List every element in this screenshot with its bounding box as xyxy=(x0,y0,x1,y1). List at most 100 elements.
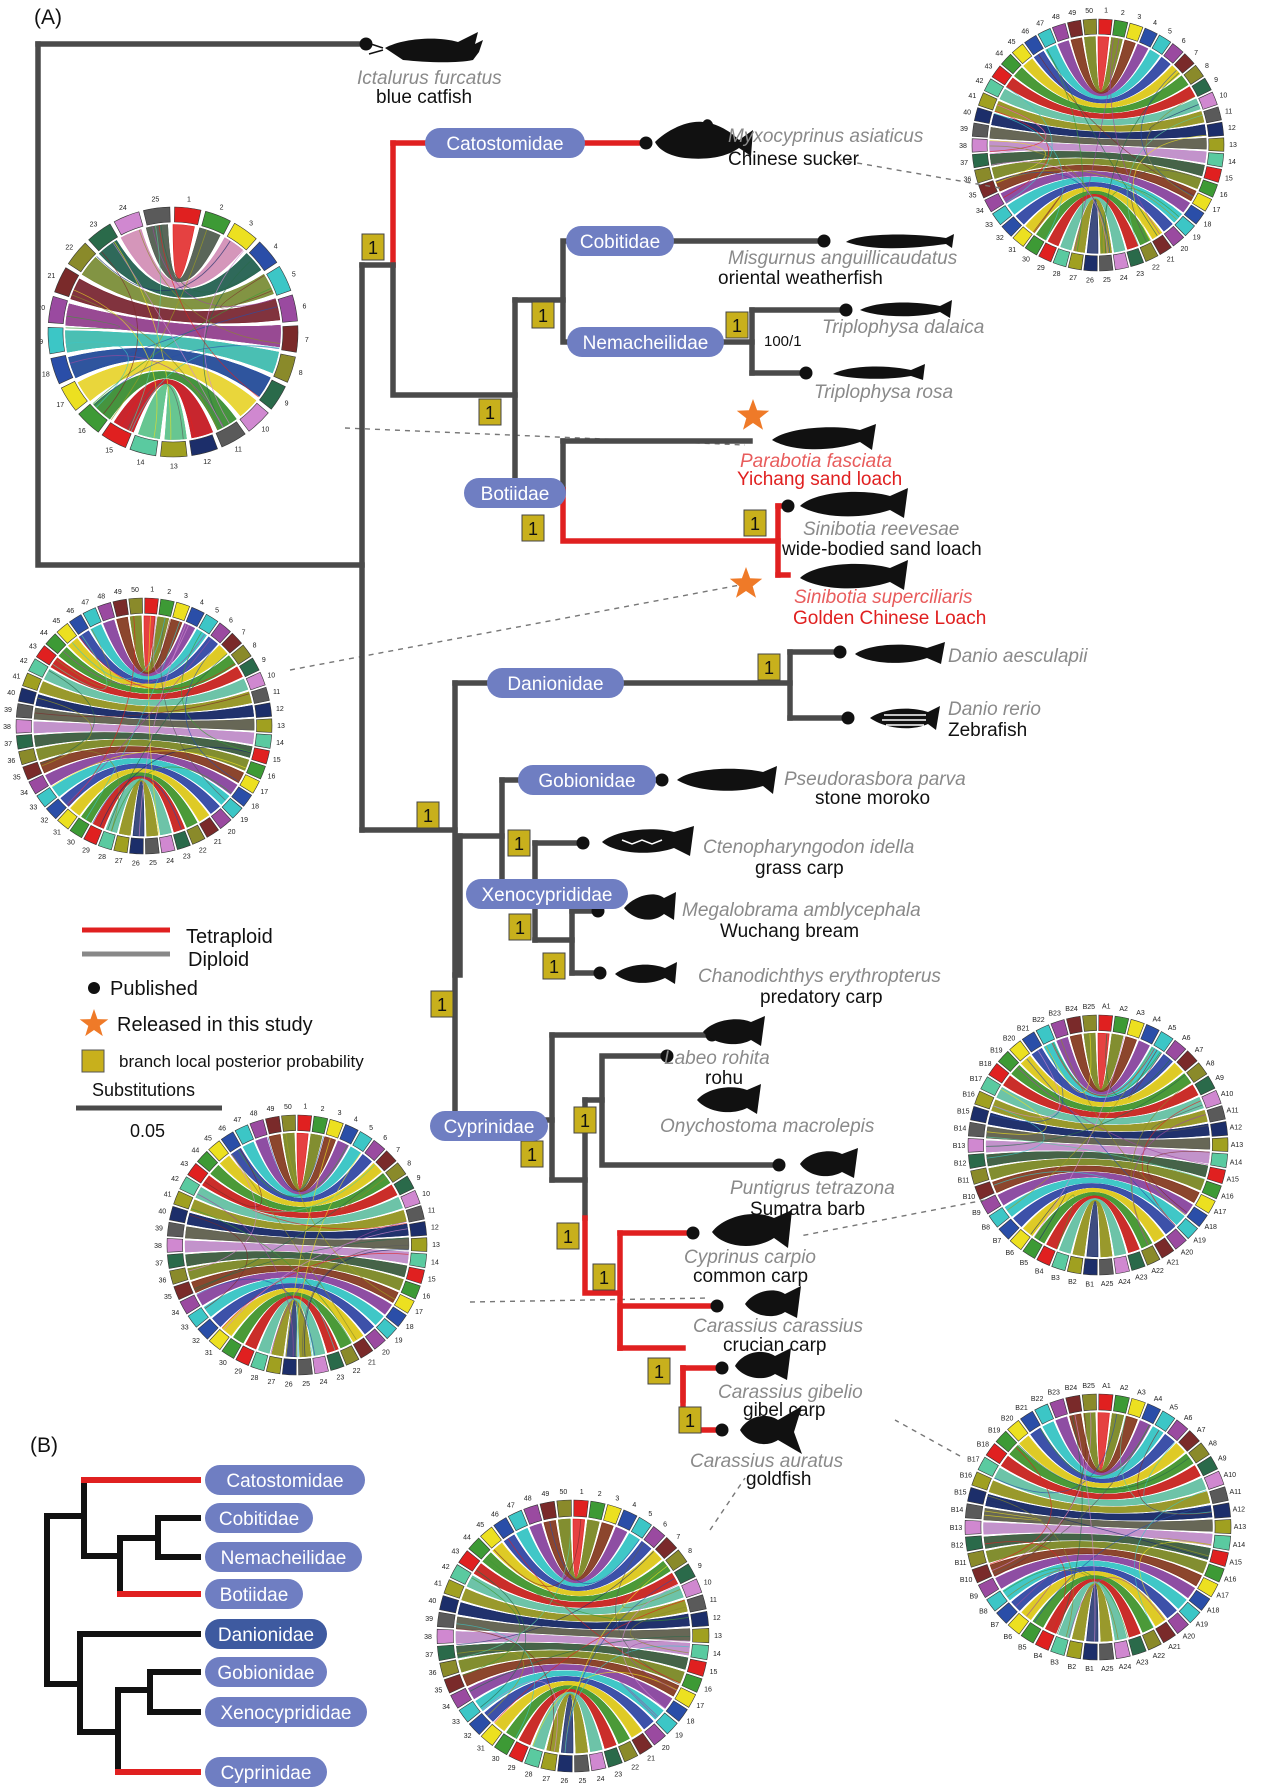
synteny-link xyxy=(66,638,212,805)
chromosome-label: A12 xyxy=(1230,1125,1243,1132)
chromosome-block xyxy=(1176,1050,1198,1072)
chromosome-label: 3 xyxy=(249,221,253,228)
chromosome-block xyxy=(493,1517,515,1540)
synteny-ribbon xyxy=(558,1518,600,1579)
loach-silhouette xyxy=(860,300,952,318)
chromosome-block xyxy=(436,1628,454,1645)
chromosome-label: 1 xyxy=(303,1104,307,1111)
synteny-link xyxy=(1026,1058,1176,1227)
star-sinibotia-superciliaris xyxy=(729,567,763,598)
synteny-link xyxy=(476,1569,526,1708)
chromosome-label: 2 xyxy=(598,1491,602,1498)
synteny-ribbon xyxy=(1014,67,1189,114)
chromosome-block xyxy=(1112,19,1129,38)
sand-loach-silhouette xyxy=(800,560,908,590)
chromosome-block xyxy=(655,1712,678,1735)
synteny-ribbon xyxy=(212,1283,374,1335)
chromosome-label: 44 xyxy=(995,50,1003,57)
chromosome-block xyxy=(1020,1410,1041,1433)
chromosome-label: 31 xyxy=(1008,247,1016,254)
synteny-link xyxy=(153,616,189,674)
common-ictalurus: blue catfish xyxy=(376,87,472,108)
synteny-link xyxy=(993,1050,1061,1118)
synteny-link xyxy=(565,1577,675,1753)
chromosome-label: 38 xyxy=(959,143,967,150)
chromosome-label: A3 xyxy=(1137,1389,1146,1396)
chromosome-block xyxy=(375,1318,398,1340)
synteny-link xyxy=(1007,1569,1119,1640)
synteny-link xyxy=(203,259,253,428)
chromosome-label: A20 xyxy=(1183,1634,1196,1641)
chromosome-block xyxy=(964,1503,984,1520)
synteny-link xyxy=(1151,1104,1209,1133)
chromosome-block xyxy=(1152,234,1172,256)
synteny-ribbon xyxy=(985,1541,1208,1574)
chromosome-label: A14 xyxy=(1233,1542,1246,1549)
posterior-box: 1 xyxy=(430,990,454,1018)
chromosome-label: 10 xyxy=(267,673,275,680)
synteny-ribbon xyxy=(129,615,170,672)
synteny-link xyxy=(1007,1047,1153,1211)
synteny-ribbon xyxy=(118,780,159,837)
chromosome-block xyxy=(1183,204,1205,225)
synteny-ribbon xyxy=(138,383,187,440)
panel-b-family-badges: CatostomidaeCobitidaeNemacheilidaeBotiid… xyxy=(205,1465,367,1787)
synteny-link xyxy=(989,1447,1052,1565)
chromosome-label: 30 xyxy=(492,1756,500,1763)
synteny-ribbon xyxy=(1070,37,1136,94)
synteny-link xyxy=(1130,1082,1191,1245)
chromosome-block xyxy=(1112,252,1129,271)
synteny-ribbon xyxy=(39,746,245,784)
chromosome-label: 24 xyxy=(119,205,127,212)
chromosome-block xyxy=(45,633,67,655)
synteny-ribbon xyxy=(203,1277,384,1325)
chromosome-label: 39 xyxy=(425,1616,433,1623)
published-dot xyxy=(799,366,813,380)
synteny-ribbon xyxy=(1072,1199,1113,1258)
synteny-link xyxy=(1046,49,1158,236)
sci-pseudorasbora: Pseudorasbora parva xyxy=(784,769,966,790)
grass-carp-icon xyxy=(602,826,694,856)
chromosome-block xyxy=(248,241,278,272)
chromosome-block xyxy=(83,824,103,846)
synteny-ribbon xyxy=(1023,1188,1165,1243)
chromosome-label: 30 xyxy=(219,1360,227,1367)
chromosome-block xyxy=(199,817,220,838)
synteny-ribbon xyxy=(506,1685,630,1745)
chromosome-label: B5 xyxy=(1020,1260,1029,1267)
chromosome-block xyxy=(221,797,243,819)
legend: Tetraploid Diploid Published Released in… xyxy=(76,926,364,1141)
synteny-link xyxy=(1052,1042,1161,1097)
chromosome-label: 1 xyxy=(187,196,191,203)
chromosome-label: 18 xyxy=(251,804,259,811)
chromosome-block xyxy=(508,1741,529,1763)
sci-ctenopharyngodon: Ctenopharyngodon idella xyxy=(703,837,914,858)
chromosome-label: 39 xyxy=(960,126,968,133)
chromosome-block xyxy=(1191,77,1212,97)
panel-b-badge-catostomidae: Catostomidae xyxy=(205,1465,365,1495)
synteny-link xyxy=(994,110,1049,199)
posterior-value: 1 xyxy=(685,1411,695,1431)
chromosome-block xyxy=(1024,235,1045,256)
chromosome-label: A22 xyxy=(1151,1268,1164,1275)
synteny-ribbon xyxy=(1033,50,1171,104)
chromosome-label: 8 xyxy=(299,370,303,377)
chromosome-block xyxy=(1098,1014,1114,1032)
family-badge-gobionidae: Gobionidae xyxy=(518,765,656,795)
chromosome-block xyxy=(1081,1393,1097,1412)
chromosome-block xyxy=(588,1500,606,1521)
synteny-ribbon xyxy=(45,752,238,795)
chromosome-label: A7 xyxy=(1197,1427,1206,1434)
common-ctenopharyngodon: grass carp xyxy=(755,858,844,879)
chromosome-block xyxy=(998,1218,1020,1240)
chromosome-label: B6 xyxy=(1004,1634,1013,1641)
synteny-link xyxy=(114,241,172,440)
chromosome-label: B10 xyxy=(960,1577,973,1584)
chromosome-block xyxy=(1082,18,1097,36)
chromosome-label: 40 xyxy=(429,1598,437,1605)
chromosome-label: A8 xyxy=(1208,1441,1217,1448)
chromosome-label: B12 xyxy=(951,1543,964,1550)
chromosome-block xyxy=(1197,1577,1219,1598)
panel-b-badge-label: Cobitidae xyxy=(219,1509,299,1530)
synteny-link xyxy=(1030,1190,1067,1241)
